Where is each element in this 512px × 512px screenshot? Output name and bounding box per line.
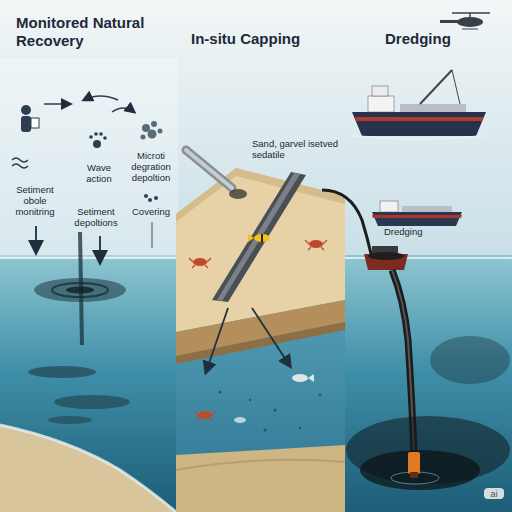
annotation-label: Dredging (384, 226, 444, 237)
annotation-label: Microti degration depoltion (126, 150, 176, 183)
capping-scene (176, 150, 372, 512)
annotation-label: Sand, garvel isetved sedatile (252, 138, 342, 160)
annotation-label: Wave action (76, 162, 122, 184)
annotation-label: Setiment depoltions (66, 206, 126, 228)
scene-panel: Monitored Natural Recovery (0, 0, 175, 512)
natural-recovery-scene (0, 58, 178, 512)
dredging-scene (346, 13, 510, 490)
watermark: ai (484, 488, 504, 499)
panel-heading: Monitored Natural Recovery (16, 14, 171, 50)
annotation-label: Setiment obole monitring (4, 184, 66, 217)
panel-heading: Dredging (385, 30, 507, 48)
panel-heading: In-situ Capping (191, 30, 341, 48)
scene-panel: Dredging (345, 0, 512, 512)
annotation-label: Covering (128, 206, 174, 217)
scene-panel: In-situ Capping (175, 0, 345, 512)
